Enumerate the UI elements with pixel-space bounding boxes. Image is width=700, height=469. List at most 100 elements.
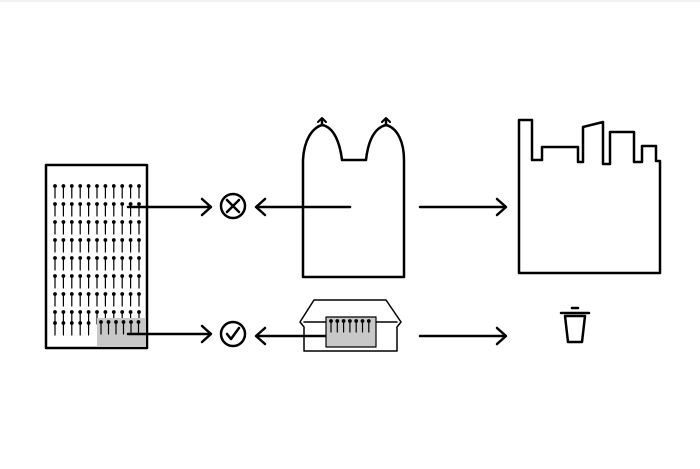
- panel-pin: [61, 202, 66, 217]
- panel-pin: [137, 220, 141, 235]
- module-pin: [99, 320, 103, 335]
- panel-pin: [69, 184, 74, 199]
- panel-pin: [120, 184, 125, 199]
- panel-pin: [86, 292, 91, 307]
- panel-pin: [95, 238, 99, 253]
- panel-pin: [78, 220, 83, 235]
- panel-pin: [103, 202, 108, 217]
- panel-pin: [111, 220, 116, 235]
- house-pin: [329, 319, 333, 333]
- panel-pin: [53, 238, 57, 253]
- panel-pin: [111, 274, 116, 289]
- module-pin: [129, 320, 133, 335]
- panel-pin: [103, 292, 108, 307]
- panel-pin: [128, 274, 133, 289]
- arrow-house-to-trash: [418, 326, 508, 346]
- panel-pin: [103, 220, 108, 235]
- house-pin: [348, 319, 352, 333]
- panel-pin: [78, 256, 83, 271]
- house-pin: [335, 319, 340, 333]
- panel-pin: [111, 202, 116, 217]
- panel-pin: [137, 292, 141, 307]
- house-pin: [341, 319, 346, 333]
- panel-pin: [53, 256, 57, 271]
- house-pin: [366, 319, 371, 333]
- module-pin: [106, 320, 111, 335]
- panel-pin: [86, 274, 91, 289]
- panel-pin: [69, 220, 74, 235]
- cross-circle-icon: [219, 192, 247, 220]
- panel-pin: [69, 202, 74, 217]
- source-panel-frame: [44, 163, 149, 350]
- panel-pin: [86, 256, 91, 271]
- panel-pin: [137, 184, 141, 199]
- selected-module-pins: [99, 320, 141, 335]
- check-circle-icon: [219, 320, 247, 348]
- panel-pin: [78, 202, 83, 217]
- panel-pin: [78, 274, 83, 289]
- panel-pin: [128, 184, 133, 199]
- module-pin: [114, 320, 118, 335]
- panel-pin: [95, 220, 99, 235]
- source-panel: [44, 163, 149, 350]
- panel-pin: [69, 238, 74, 253]
- panel-pin: [137, 238, 141, 253]
- panel-pin: [128, 256, 133, 271]
- panel-pin: [53, 202, 57, 217]
- panel-pin: [69, 292, 74, 307]
- trash-bin-icon: [559, 306, 591, 344]
- panel-pin: [120, 274, 125, 289]
- panel-pin: [78, 238, 83, 253]
- panel-pin: [128, 292, 133, 307]
- panel-pin: [61, 321, 66, 336]
- panel-pin: [137, 274, 141, 289]
- panel-pin: [53, 321, 57, 336]
- panel-pin: [53, 274, 57, 289]
- panel-pin: [86, 220, 91, 235]
- domed-building: [301, 117, 406, 279]
- panel-pin: [128, 238, 133, 253]
- house-pin: [354, 319, 359, 333]
- panel-pin: [120, 220, 125, 235]
- panel-pin: [61, 238, 66, 253]
- panel-pin: [69, 256, 74, 271]
- panel-pin: [103, 184, 108, 199]
- panel-pin: [69, 321, 74, 336]
- panel-pin: [137, 202, 141, 217]
- panel-pin: [95, 202, 99, 217]
- arrow-building-to-city: [418, 197, 508, 217]
- panel-pin: [53, 184, 57, 199]
- panel-pin: [111, 184, 116, 199]
- panel-pin: [95, 256, 99, 271]
- panel-pin: [103, 238, 108, 253]
- panel-pin: [86, 184, 91, 199]
- dome-finial-right: [381, 117, 391, 127]
- city-skyline: [517, 118, 662, 275]
- house-module-pins: [329, 319, 371, 333]
- panel-pin: [103, 274, 108, 289]
- dome-finial-left: [317, 117, 327, 127]
- panel-pin: [61, 184, 66, 199]
- panel-pin: [120, 256, 125, 271]
- panel-pin: [53, 220, 57, 235]
- module-pin: [121, 320, 126, 335]
- pin-grid: [53, 184, 141, 336]
- panel-pin: [61, 256, 66, 271]
- panel-pin: [95, 184, 99, 199]
- panel-pin: [53, 292, 57, 307]
- panel-pin: [86, 321, 91, 336]
- panel-pin: [128, 220, 133, 235]
- panel-pin: [103, 256, 108, 271]
- small-house: [299, 299, 402, 352]
- panel-pin: [61, 220, 66, 235]
- panel-pin: [61, 274, 66, 289]
- panel-pin: [69, 274, 74, 289]
- panel-pin: [120, 238, 125, 253]
- panel-pin: [95, 292, 99, 307]
- panel-pin: [111, 292, 116, 307]
- panel-pin: [78, 321, 83, 336]
- arrow-module-to-accept: [126, 324, 213, 344]
- house-pin: [360, 319, 365, 333]
